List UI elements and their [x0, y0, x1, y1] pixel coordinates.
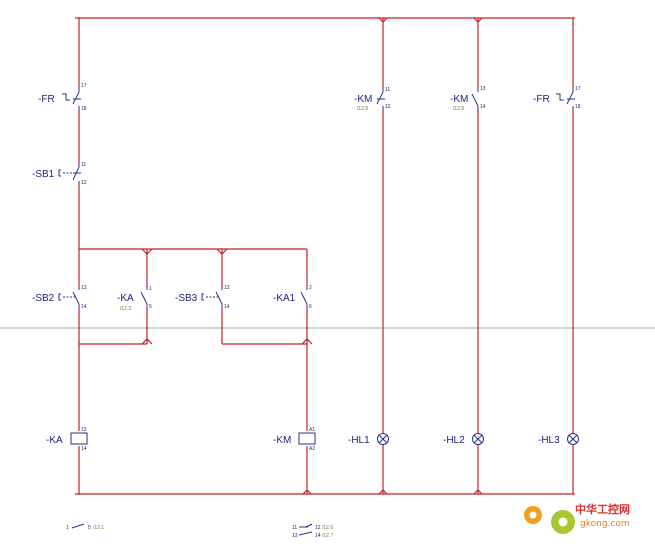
pin-bottom: 14: [224, 304, 230, 310]
coil-label: -KM: [273, 435, 291, 446]
legend-xref: /12.6: [322, 525, 333, 531]
contact-sb3: -SB3 13 14: [175, 285, 230, 310]
coil-km: -KM A1 A2: [273, 427, 316, 452]
pin-bottom: 12: [385, 104, 391, 110]
cross-reference: /12.6: [357, 106, 368, 112]
coil-label: -KA: [46, 435, 63, 446]
pin-bottom: 5: [149, 304, 152, 310]
pin-top: 13: [81, 427, 87, 433]
pin-top: 11: [385, 87, 390, 93]
legend-xref: /12.7: [322, 533, 333, 539]
pin-top: 2: [309, 285, 312, 291]
contact-label: -KA1: [273, 293, 296, 304]
pin-top: 17: [575, 86, 581, 92]
pin-top: 17: [81, 83, 87, 89]
legend-pin: 5: [88, 525, 91, 531]
legend-pin: 13: [292, 533, 298, 539]
legend-ka: 1 5 /12.1: [66, 523, 104, 531]
legend-pin: 11: [292, 525, 297, 531]
lamp-hl1: -HL1: [348, 433, 389, 446]
contact-fr-2: -FR 17 18: [533, 86, 581, 110]
contact-label: -FR: [533, 94, 550, 105]
contact-label: -KM: [354, 94, 372, 105]
legend-xref: /12.1: [93, 525, 104, 531]
pin-bottom: 18: [81, 106, 87, 112]
contact-label: -FR: [38, 94, 55, 105]
pin-top: A1: [309, 427, 315, 433]
contact-ka: -KA 1 5 /12.3: [117, 286, 152, 312]
contact-label: -SB3: [175, 293, 198, 304]
legend-pin: 1: [66, 525, 69, 531]
pin-bottom: 14: [480, 104, 486, 110]
cross-reference: /12.6: [453, 106, 464, 112]
contact-km-2: -KM 13 14 /12.6: [450, 86, 486, 112]
cross-reference: /12.3: [120, 306, 131, 312]
wiring: [75, 17, 575, 495]
pin-top: 13: [480, 86, 486, 92]
lamp-hl2: -HL2: [443, 433, 484, 446]
contact-label: -SB1: [32, 169, 55, 180]
legend-km: 11 12 /12.6 13 14 /12.7: [292, 523, 333, 539]
lamp-label: -HL3: [538, 435, 560, 446]
pin-top: 13: [81, 285, 87, 291]
pin-bottom: 14: [81, 304, 87, 310]
pin-bottom: 12: [81, 180, 87, 186]
coil-ka: -KA 13 14: [46, 427, 88, 452]
pin-bottom: 18: [575, 104, 581, 110]
contact-sb2: -SB2 13 14: [32, 285, 87, 310]
watermark-logo: 中华工控网 gkong.com: [524, 502, 630, 534]
lamp-hl3: -HL3: [538, 433, 579, 446]
pin-top: 13: [224, 285, 230, 291]
contact-km-1: -KM 11 12 /12.6: [354, 87, 391, 112]
pin-bottom: 14: [81, 446, 87, 452]
contact-label: -SB2: [32, 293, 55, 304]
contact-label: -KM: [450, 94, 468, 105]
contact-label: -KA: [117, 293, 134, 304]
pin-top: 1: [149, 286, 152, 292]
legend-pin: 12: [315, 525, 321, 531]
legend-pin: 14: [315, 533, 321, 539]
contact-ka1: -KA1 2 6: [273, 285, 312, 310]
pin-top: 11: [81, 162, 86, 168]
contact-sb1: -SB1 11 12: [32, 162, 87, 186]
lamp-label: -HL1: [348, 435, 370, 446]
contact-fr-1: -FR 17 18: [38, 83, 87, 112]
lamp-label: -HL2: [443, 435, 465, 446]
watermark-title: 中华工控网: [575, 502, 630, 516]
watermark-url: gkong.com: [580, 519, 630, 529]
pin-bottom: 6: [309, 304, 312, 310]
pin-bottom: A2: [309, 446, 315, 452]
